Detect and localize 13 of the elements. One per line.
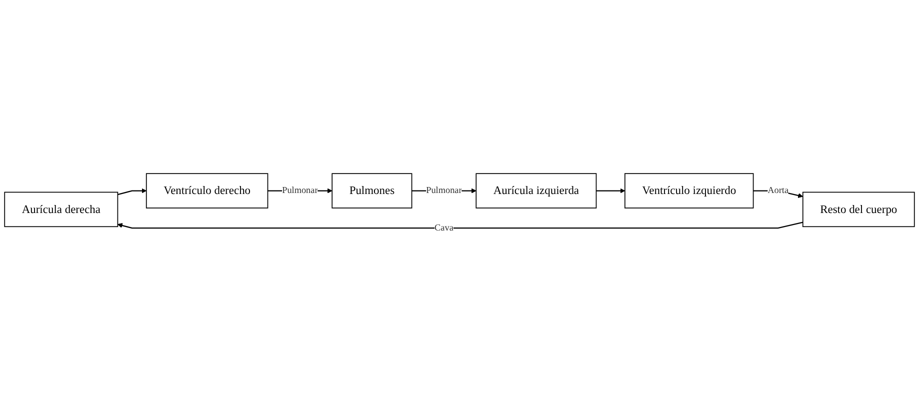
arrow [117, 222, 803, 228]
edge-label: Pulmonar [282, 185, 318, 196]
node-box: Ventrículo izquierdo [624, 172, 754, 208]
node-box: Ventrículo derecho [146, 172, 268, 208]
edge-label: Aorta [768, 185, 789, 196]
arrow [596, 188, 626, 194]
edge-label: Cava [434, 222, 454, 232]
node-box: Resto del cuerpo [802, 192, 915, 227]
edge-label: Pulmonar [426, 185, 462, 196]
node-box: Aurícula derecha [4, 192, 118, 227]
arrow [118, 188, 147, 195]
node-box: Aurícula izquierda [476, 172, 597, 208]
node-box: Pulmones [332, 172, 412, 208]
